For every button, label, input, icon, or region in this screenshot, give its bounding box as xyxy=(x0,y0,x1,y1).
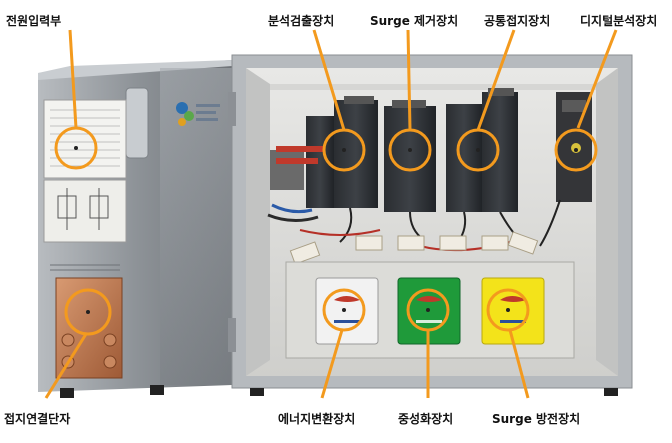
callout-surge-removal xyxy=(388,128,432,172)
label-surge-discharge: Surge 방전장치 xyxy=(492,412,581,426)
callout-common-ground xyxy=(456,128,500,172)
surge-discharge-panel xyxy=(481,277,545,345)
label-analysis-detector: 분석검출장치 xyxy=(268,14,335,28)
callout-surge-discharge xyxy=(486,288,530,332)
callout-power-input xyxy=(54,126,98,170)
label-digital-analyzer: 디지털분석장치 xyxy=(580,14,658,28)
label-neutralizer: 중성화장치 xyxy=(398,412,454,426)
label-surge-removal: Surge 제거장치 xyxy=(370,14,459,28)
callout-energy-converter xyxy=(322,288,366,332)
label-common-ground: 공통접지장치 xyxy=(484,14,551,28)
callout-digital-analyzer xyxy=(554,128,598,172)
callouts xyxy=(44,29,618,399)
common-ground-module xyxy=(446,88,518,212)
label-ground-terminal: 접지연결단자 xyxy=(4,412,71,426)
left-cabinet xyxy=(38,60,232,398)
right-cabinet xyxy=(228,54,633,396)
label-power-input: 전원입력부 xyxy=(6,14,62,28)
callout-ground-terminal xyxy=(64,288,112,336)
company-logo-icon xyxy=(176,102,220,126)
label-energy-converter: 에너지변환장치 xyxy=(278,412,356,426)
callout-analysis-detector xyxy=(322,128,366,172)
